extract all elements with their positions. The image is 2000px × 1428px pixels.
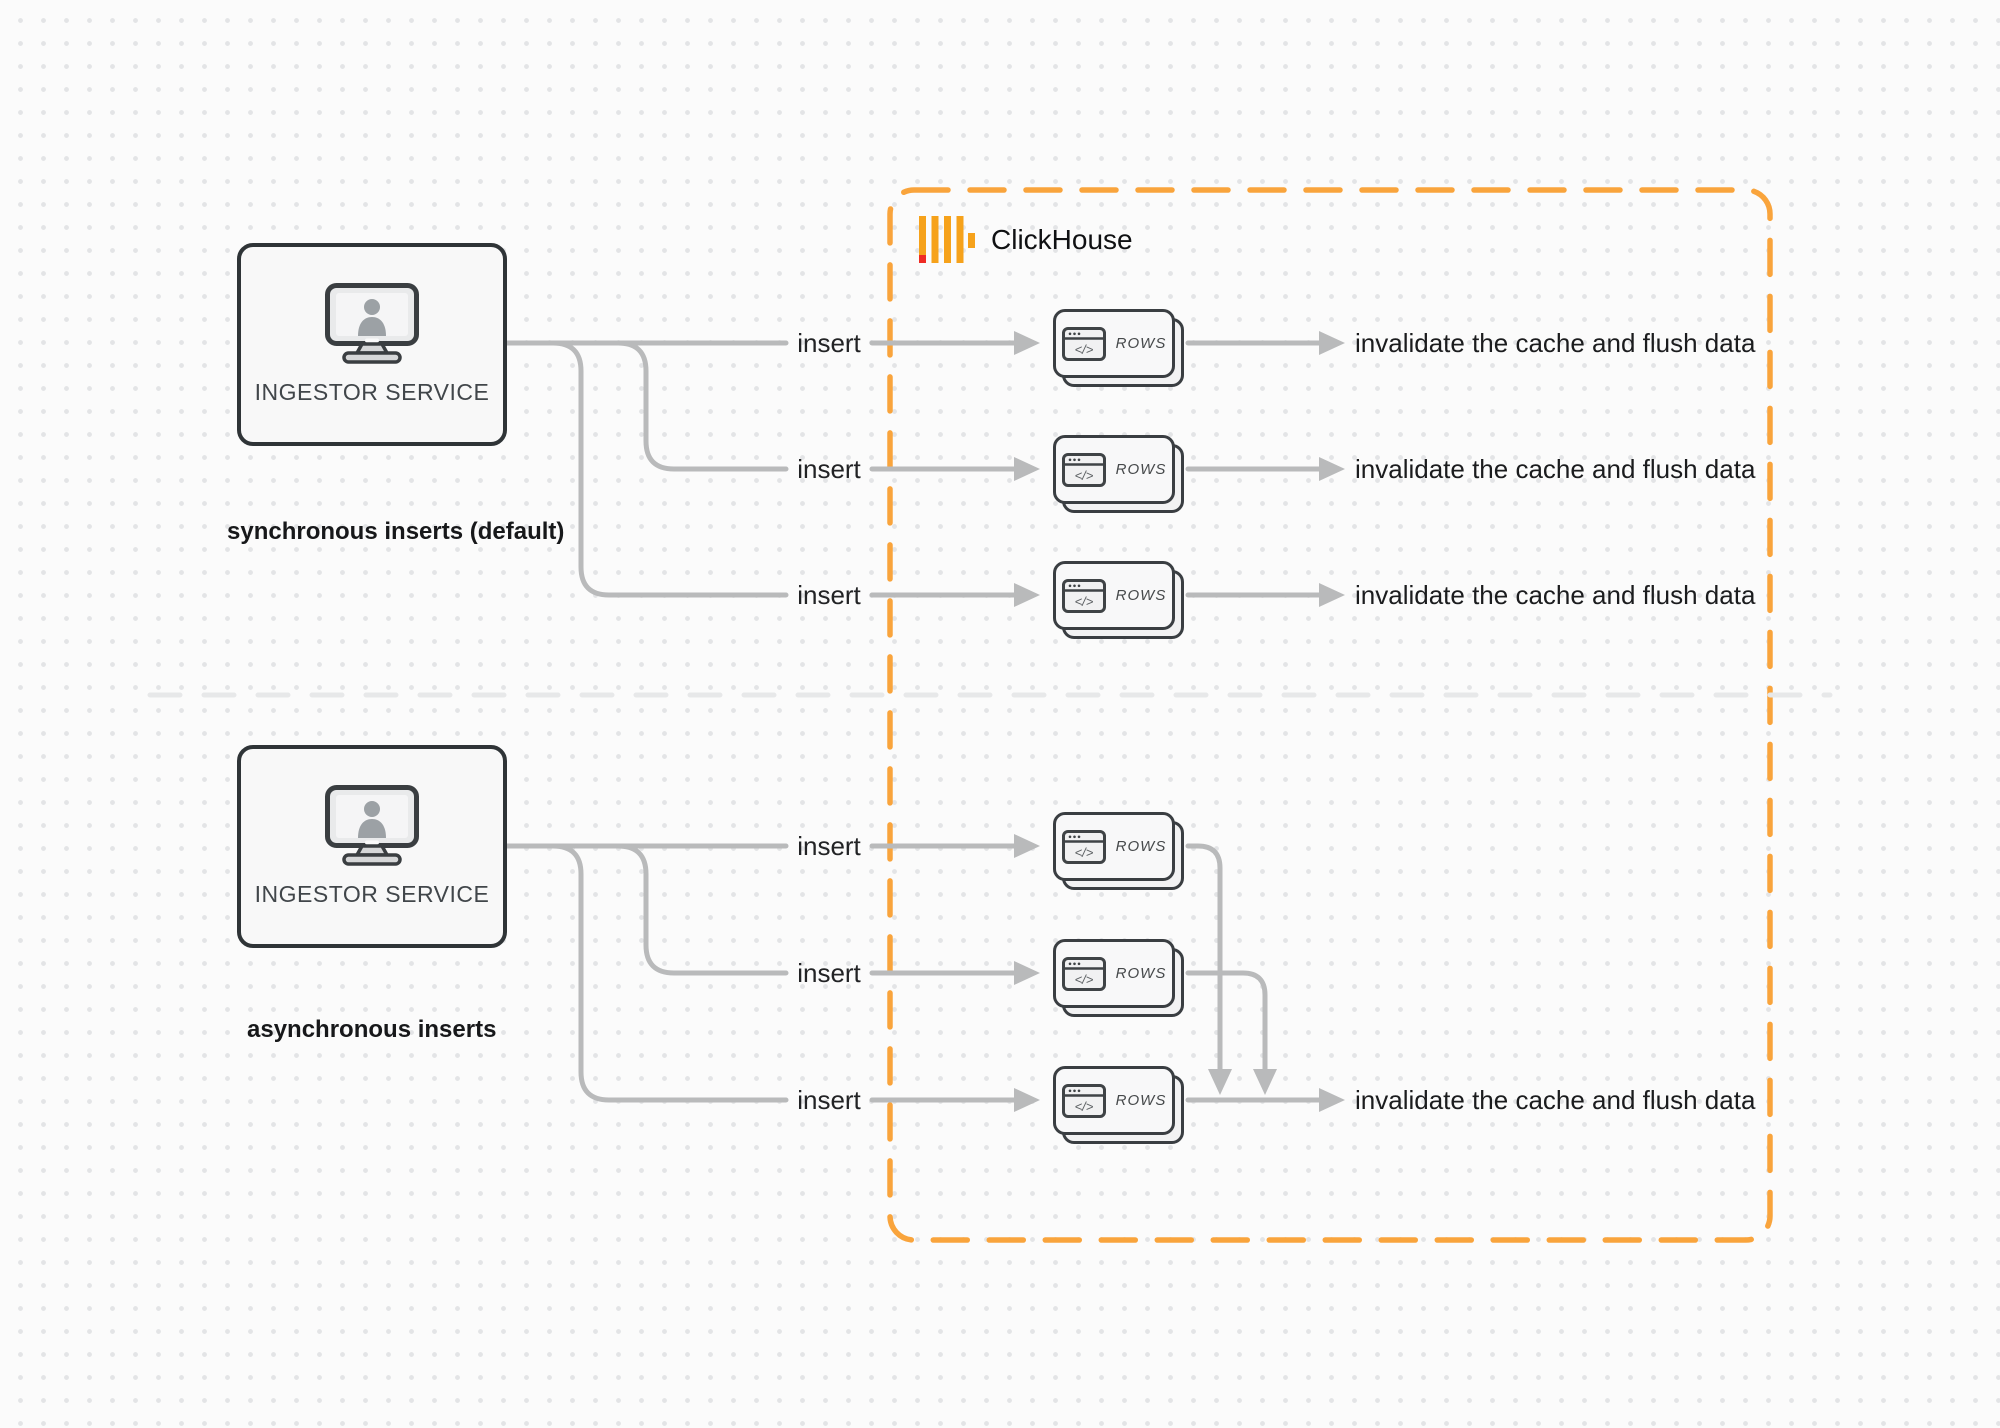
svg-text:</>: </> [1074, 342, 1093, 357]
rows-card: </> ROWS [1053, 435, 1184, 513]
rows-card-label: ROWS [1115, 335, 1167, 352]
rows-card-front: </> ROWS [1053, 309, 1175, 378]
rows-card: </> ROWS [1053, 309, 1184, 387]
insert-label: insert [797, 328, 861, 358]
async-wires [504, 843, 1323, 1103]
insert-label: insert [797, 1085, 861, 1115]
rows-card-front: </> ROWS [1053, 435, 1175, 504]
clickhouse-header: ClickHouse [919, 216, 1133, 263]
monitor-user-icon [325, 785, 419, 866]
svg-text:</>: </> [1074, 845, 1093, 860]
code-window-icon: </> [1061, 956, 1106, 991]
rows-card: </> ROWS [1053, 561, 1184, 639]
clickhouse-logo-icon [919, 216, 975, 263]
rows-card-front: </> ROWS [1053, 1066, 1175, 1135]
rows-card-front: </> ROWS [1053, 812, 1175, 881]
sync-arrowheads [1014, 331, 1345, 607]
result-label: invalidate the cache and flush data [1355, 454, 1756, 484]
sync-wires [504, 340, 1323, 598]
rows-card-front: </> ROWS [1053, 561, 1175, 630]
rows-card-label: ROWS [1115, 965, 1167, 982]
rows-card-label: ROWS [1115, 461, 1167, 478]
clickhouse-title: ClickHouse [991, 223, 1133, 255]
rows-card-label: ROWS [1115, 838, 1167, 855]
ingestor-service-box-async: INGESTOR SERVICE [237, 745, 507, 948]
async-caption: asynchronous inserts [247, 1016, 497, 1043]
rows-card-front: </> ROWS [1053, 939, 1175, 1008]
ingestor-service-label: INGESTOR SERVICE [254, 379, 490, 405]
result-label: invalidate the cache and flush data [1355, 328, 1756, 358]
insert-label: insert [797, 831, 861, 861]
clickhouse-boundary [887, 187, 1773, 1243]
rows-card-label: ROWS [1115, 587, 1167, 604]
rows-card: </> ROWS [1053, 939, 1184, 1017]
ingestor-service-label: INGESTOR SERVICE [254, 881, 490, 907]
rows-card: </> ROWS [1053, 812, 1184, 890]
svg-text:</>: </> [1074, 468, 1093, 483]
insert-label: insert [797, 958, 861, 988]
insert-label: insert [797, 454, 861, 484]
code-window-icon: </> [1061, 578, 1106, 613]
code-window-icon: </> [1061, 1083, 1106, 1118]
code-window-icon: </> [1061, 452, 1106, 487]
async-arrowheads [1014, 834, 1345, 1112]
insert-label: insert [797, 580, 861, 610]
rows-card: </> ROWS [1053, 1066, 1184, 1144]
sync-caption: synchronous inserts (default) [227, 518, 565, 545]
rows-card-label: ROWS [1115, 1092, 1167, 1109]
svg-text:</>: </> [1074, 972, 1093, 987]
result-label: invalidate the cache and flush data [1355, 1085, 1756, 1115]
monitor-user-icon [325, 283, 419, 364]
svg-text:</>: </> [1074, 1099, 1093, 1114]
result-label: invalidate the cache and flush data [1355, 580, 1756, 610]
code-window-icon: </> [1061, 326, 1106, 361]
svg-text:</>: </> [1074, 594, 1093, 609]
code-window-icon: </> [1061, 829, 1106, 864]
ingestor-service-box-sync: INGESTOR SERVICE [237, 243, 507, 446]
